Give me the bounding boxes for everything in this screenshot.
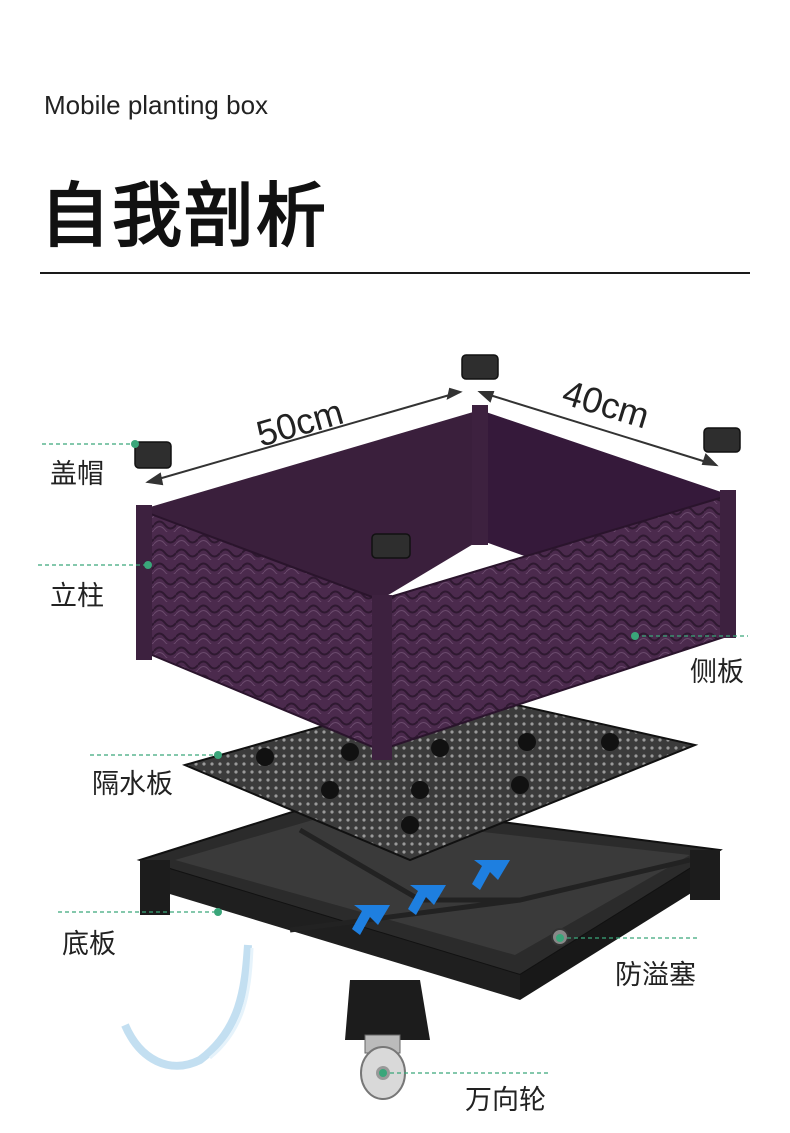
length-dimension: 50cm (252, 391, 348, 455)
dimension-lines (145, 387, 719, 486)
label-cap: 盖帽 (50, 459, 104, 490)
label-post: 立柱 (50, 581, 104, 612)
title-divider (40, 272, 750, 274)
corner-post (136, 505, 152, 660)
label-base: 底板 (62, 929, 116, 960)
leader-dots (131, 440, 639, 1077)
exploded-diagram: 50cm 40cm (38, 354, 748, 1100)
width-dimension: 40cm (558, 372, 654, 437)
label-separator: 隔水板 (92, 769, 173, 800)
page-title: 自我剖析 (40, 175, 328, 257)
caps (134, 354, 741, 559)
water-stream (121, 944, 252, 1070)
caster-wheel (360, 1034, 406, 1100)
flow-arrows (352, 860, 510, 935)
label-caster: 万向轮 (465, 1085, 546, 1116)
label-side-panel: 侧板 (690, 657, 744, 688)
label-overflow-plug: 防溢塞 (615, 960, 696, 991)
leader-lines (38, 443, 748, 1074)
product-subtitle: Mobile planting box (44, 90, 269, 120)
planter-box (136, 405, 736, 760)
